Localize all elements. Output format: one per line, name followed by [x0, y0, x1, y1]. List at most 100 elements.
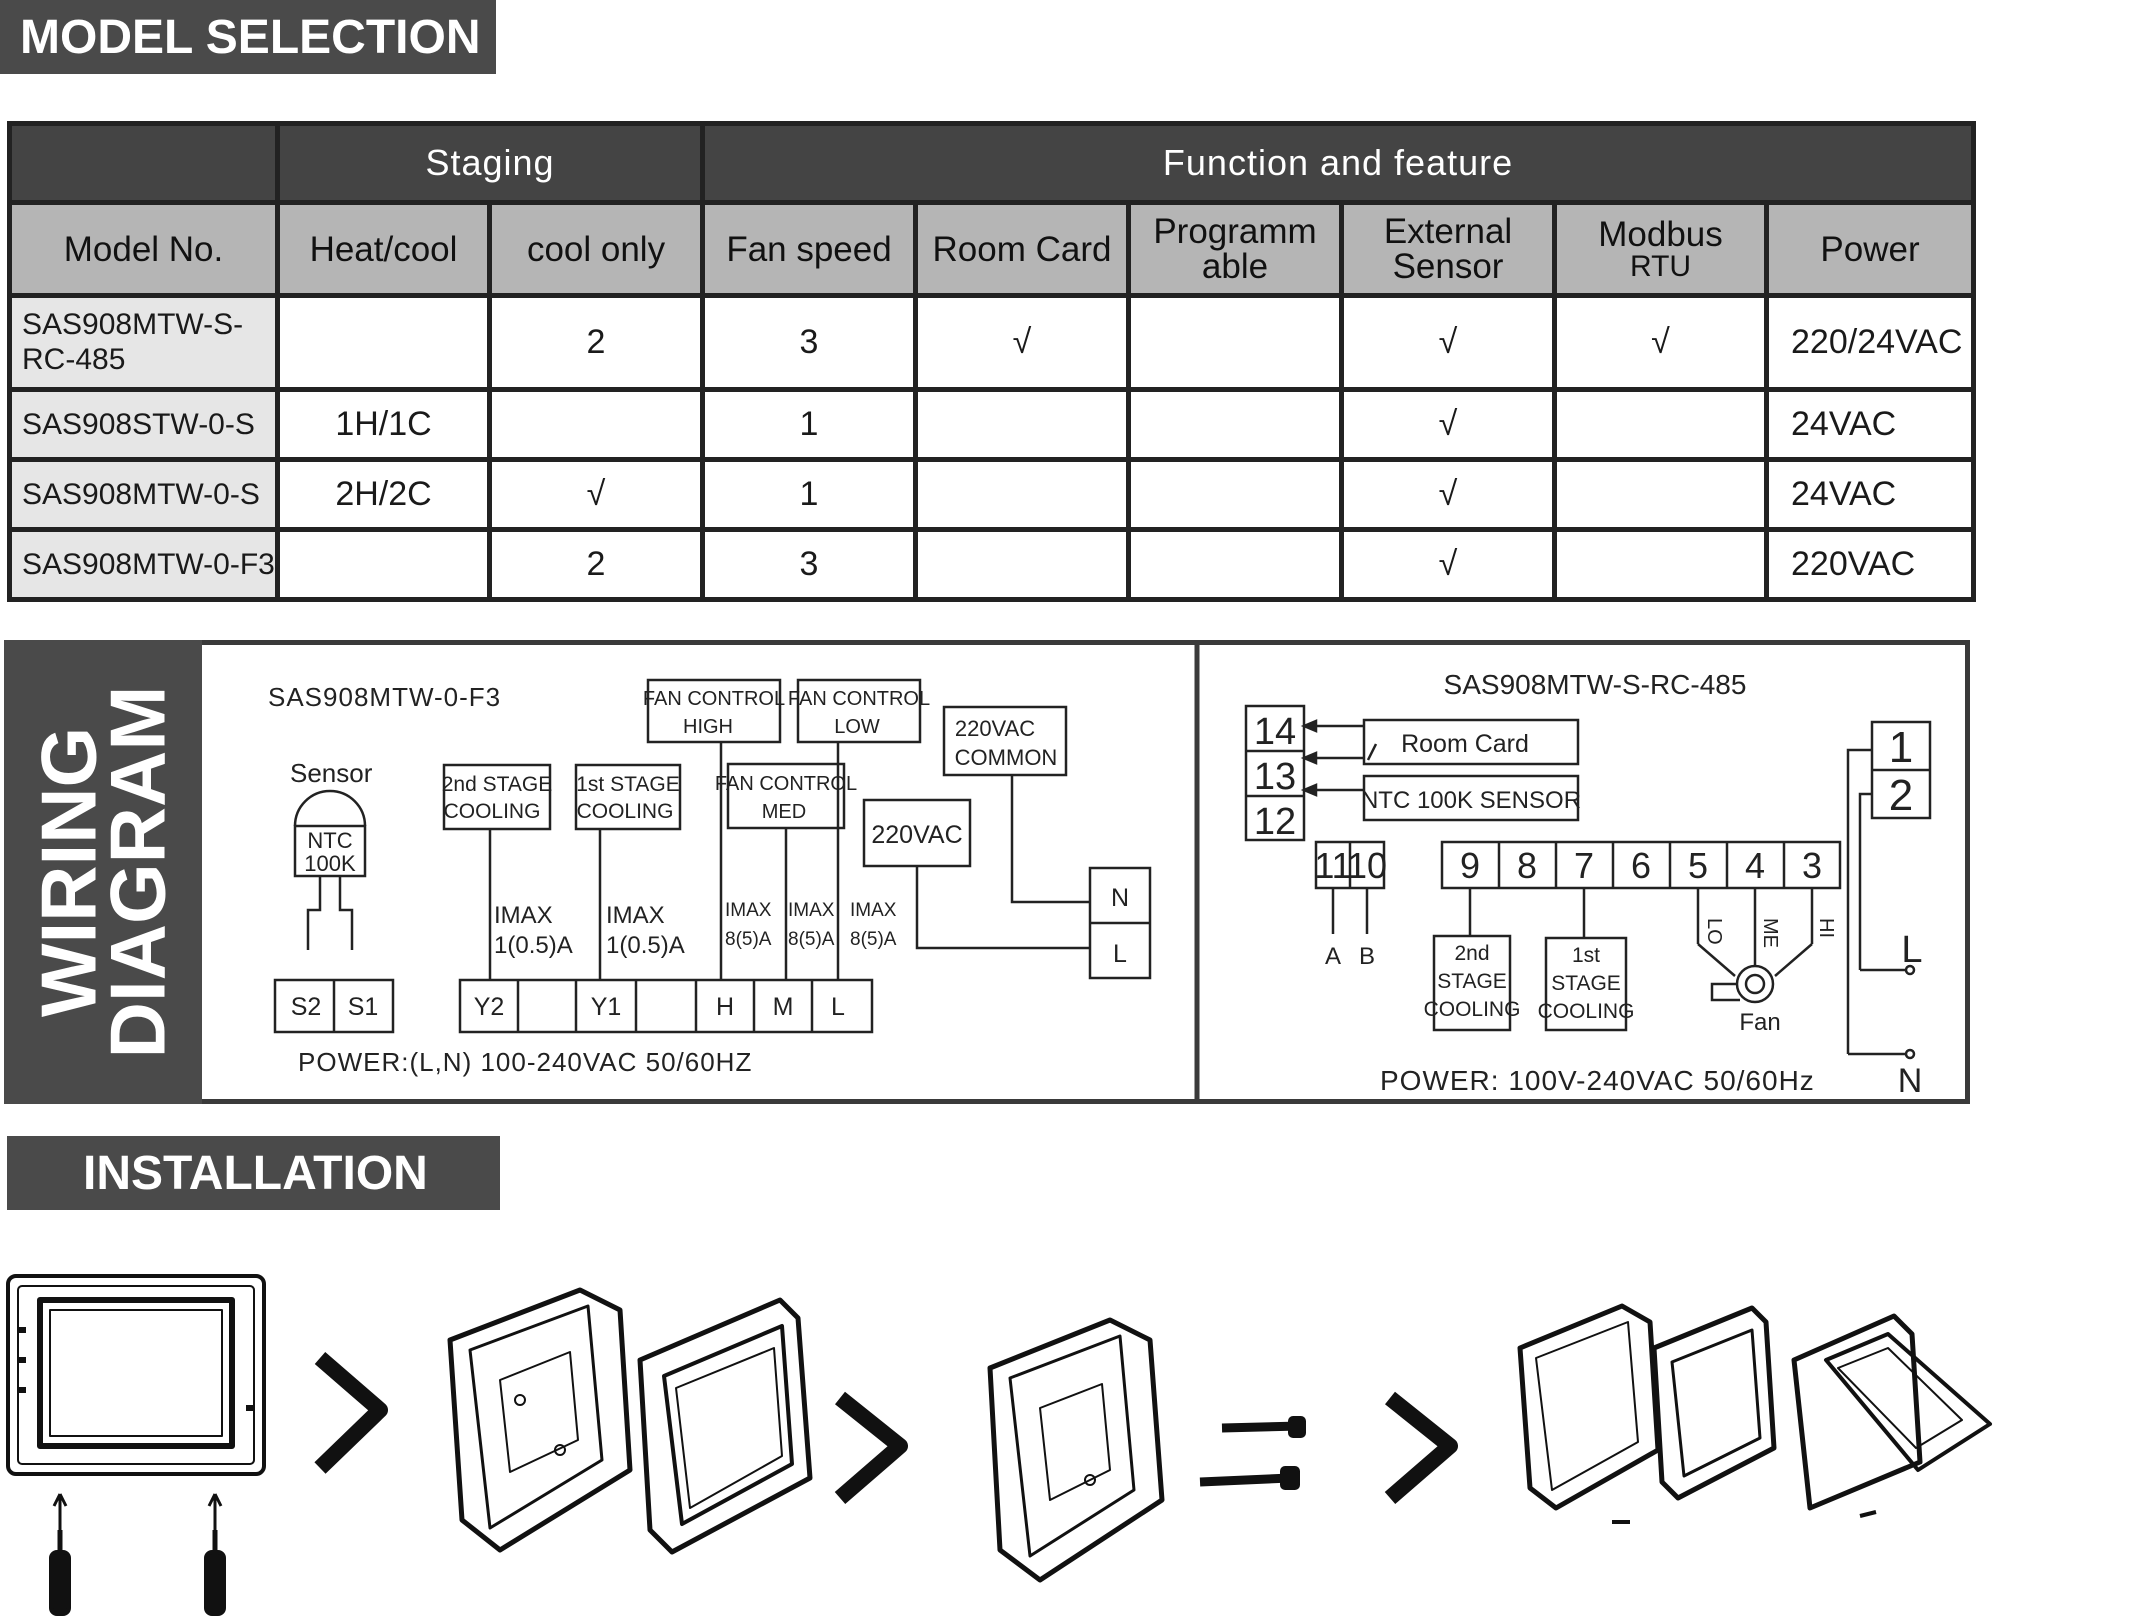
- cell-heatcool: 2H/2C: [275, 457, 492, 532]
- cell-modbus: √: [1552, 293, 1770, 392]
- group-header-function: Function and feature: [700, 121, 1977, 205]
- terminal-12: 12: [1254, 801, 1296, 843]
- wiring-diagram-side-banner: [4, 640, 202, 1104]
- table-row: SAS908STW-0-S 1H/1C 1 √ 24VAC: [7, 387, 1977, 462]
- fan-low-line2: LOW: [834, 716, 880, 738]
- vac220-label: 220VAC: [871, 821, 962, 849]
- cell-power: 24VAC: [1764, 387, 1977, 462]
- terminal-6: 6: [1631, 845, 1651, 886]
- cell-programmable: [1126, 293, 1345, 392]
- cell-model: SAS908MTW-0-S: [7, 457, 280, 532]
- wiring-left-diagram: SAS908MTW-0-F3 Sensor NTC 100K 2nd STAGE…: [268, 678, 1152, 1077]
- cell-modbus: [1552, 527, 1770, 602]
- imax-y1-line1: IMAX: [606, 902, 665, 929]
- left-wires: [488, 742, 840, 980]
- right-stage1-line3: COOLING: [1538, 1000, 1635, 1023]
- power-wires: [915, 775, 1090, 950]
- cell-fanspeed: 3: [700, 293, 919, 392]
- terminal-block-14-12: [1244, 704, 1306, 842]
- thermostat-assembly-image: [1517, 1303, 1992, 1524]
- left-power-label: POWER:(L,N) 100-240VAC 50/60HZ: [298, 1047, 752, 1077]
- imax-h-line2: 8(5)A: [725, 929, 772, 950]
- imax-m-line1: IMAX: [788, 900, 835, 921]
- terminal-7: 7: [1574, 845, 1594, 886]
- cell-coolonly: 2: [486, 293, 706, 392]
- fan-high-box: [646, 678, 782, 744]
- terminal-13: 13: [1254, 756, 1296, 798]
- terminal-1: 1: [1889, 723, 1913, 772]
- wiring-right-diagram: SAS908MTW-S-RC-485 14 13 12 Room Card NT…: [1244, 669, 1932, 1100]
- right-stage2-line3: COOLING: [1424, 998, 1521, 1021]
- cell-programmable: [1126, 387, 1345, 462]
- cell-external: √: [1339, 457, 1558, 532]
- right-stage1-line2: STAGE: [1551, 972, 1621, 995]
- imax-y2-line1: IMAX: [494, 902, 553, 929]
- right-model-label: SAS908MTW-S-RC-485: [1444, 669, 1747, 700]
- imax-m-line2: 8(5)A: [788, 929, 835, 950]
- cell-programmable: [1126, 527, 1345, 602]
- col-external-line1: External: [1383, 212, 1513, 251]
- terminal-m: M: [773, 993, 794, 1021]
- ntc-sensor-box: [1362, 774, 1580, 822]
- terminal-14: 14: [1254, 711, 1296, 753]
- cell-heatcool: 1H/1C: [275, 387, 492, 462]
- table-row: SAS908MTW-0-S 2H/2C √ 1 √ 24VAC: [7, 457, 1977, 532]
- cell-roomcard: [913, 387, 1132, 462]
- ntc-sensor-dome: [293, 789, 367, 827]
- right-power-label: POWER: 100V-240VAC 50/60Hz: [1380, 1065, 1815, 1096]
- fan-icon: [1710, 964, 1775, 1004]
- vac-common-line1: 220VAC: [955, 716, 1035, 741]
- arrow-step-2-icon: [834, 1391, 908, 1505]
- group-header-blank: [7, 121, 280, 205]
- col-modbus-line2: RTU: [1629, 249, 1692, 283]
- installation-banner: INSTALLATION: [7, 1136, 500, 1210]
- fan-wires: [1697, 943, 1813, 977]
- cell-coolonly: 2: [486, 527, 706, 602]
- terminal-s2: S2: [291, 993, 322, 1021]
- cell-model: SAS908MTW-0-F3: [7, 527, 280, 602]
- n-terminal-dot: [1904, 1048, 1916, 1060]
- fan-high-line1: FAN CONTROL: [643, 688, 785, 710]
- output-terminal-block: [458, 978, 874, 1034]
- model-selection-banner: MODEL SELECTION: [0, 0, 496, 74]
- terminal-2: 2: [1889, 771, 1913, 820]
- terminal-s1: S1: [348, 993, 379, 1021]
- room-card-switch: [1366, 743, 1378, 761]
- col-model: Model No.: [7, 200, 280, 298]
- ntc-sensor-label: NTC 100K SENSOR: [1361, 787, 1581, 814]
- terminal-8: 8: [1517, 845, 1537, 886]
- fan-med-line1: FAN CONTROL: [715, 773, 857, 795]
- cell-roomcard: √: [913, 293, 1132, 392]
- cell-heatcool: [275, 293, 492, 392]
- imax-l-line2: 8(5)A: [850, 929, 897, 950]
- right-stage1-line1: 1st: [1572, 944, 1600, 967]
- fan-high-line2: HIGH: [683, 716, 733, 738]
- group-header-staging: Staging: [274, 121, 706, 205]
- col-programmable-line2: able: [1201, 247, 1269, 286]
- wiring-diagrams: SAS908MTW-0-F3 Sensor NTC 100K 2nd STAGE…: [268, 642, 1932, 1102]
- terminal-4: 4: [1745, 845, 1765, 886]
- vac-common-line2: COMMON: [955, 745, 1058, 770]
- rs485-wires: [1331, 888, 1369, 934]
- table-row: SAS908MTW-0-F3 2 3 √ 220VAC: [7, 527, 1977, 602]
- cell-coolonly: √: [486, 457, 706, 532]
- right-stage2-line2: STAGE: [1437, 970, 1507, 993]
- room-card-label: Room Card: [1401, 730, 1529, 758]
- ntc-label: NTC: [307, 828, 352, 853]
- rs485-a: A: [1325, 943, 1341, 970]
- terminal-h: H: [716, 993, 734, 1021]
- terminal-n: N: [1111, 884, 1129, 912]
- cell-external: √: [1339, 527, 1558, 602]
- cell-external: √: [1339, 387, 1558, 462]
- line-l-label: L: [1901, 929, 1922, 971]
- col-power: Power: [1764, 200, 1977, 298]
- cell-roomcard: [913, 457, 1132, 532]
- thermostat-front-image: [6, 1274, 266, 1476]
- vac-common-box: [942, 705, 1068, 777]
- mounting-screw-icon: [1199, 1416, 1306, 1490]
- col-fanspeed: Fan speed: [700, 200, 919, 298]
- fan-low-box: [796, 678, 922, 744]
- thermostat-base-image: [447, 1287, 633, 1553]
